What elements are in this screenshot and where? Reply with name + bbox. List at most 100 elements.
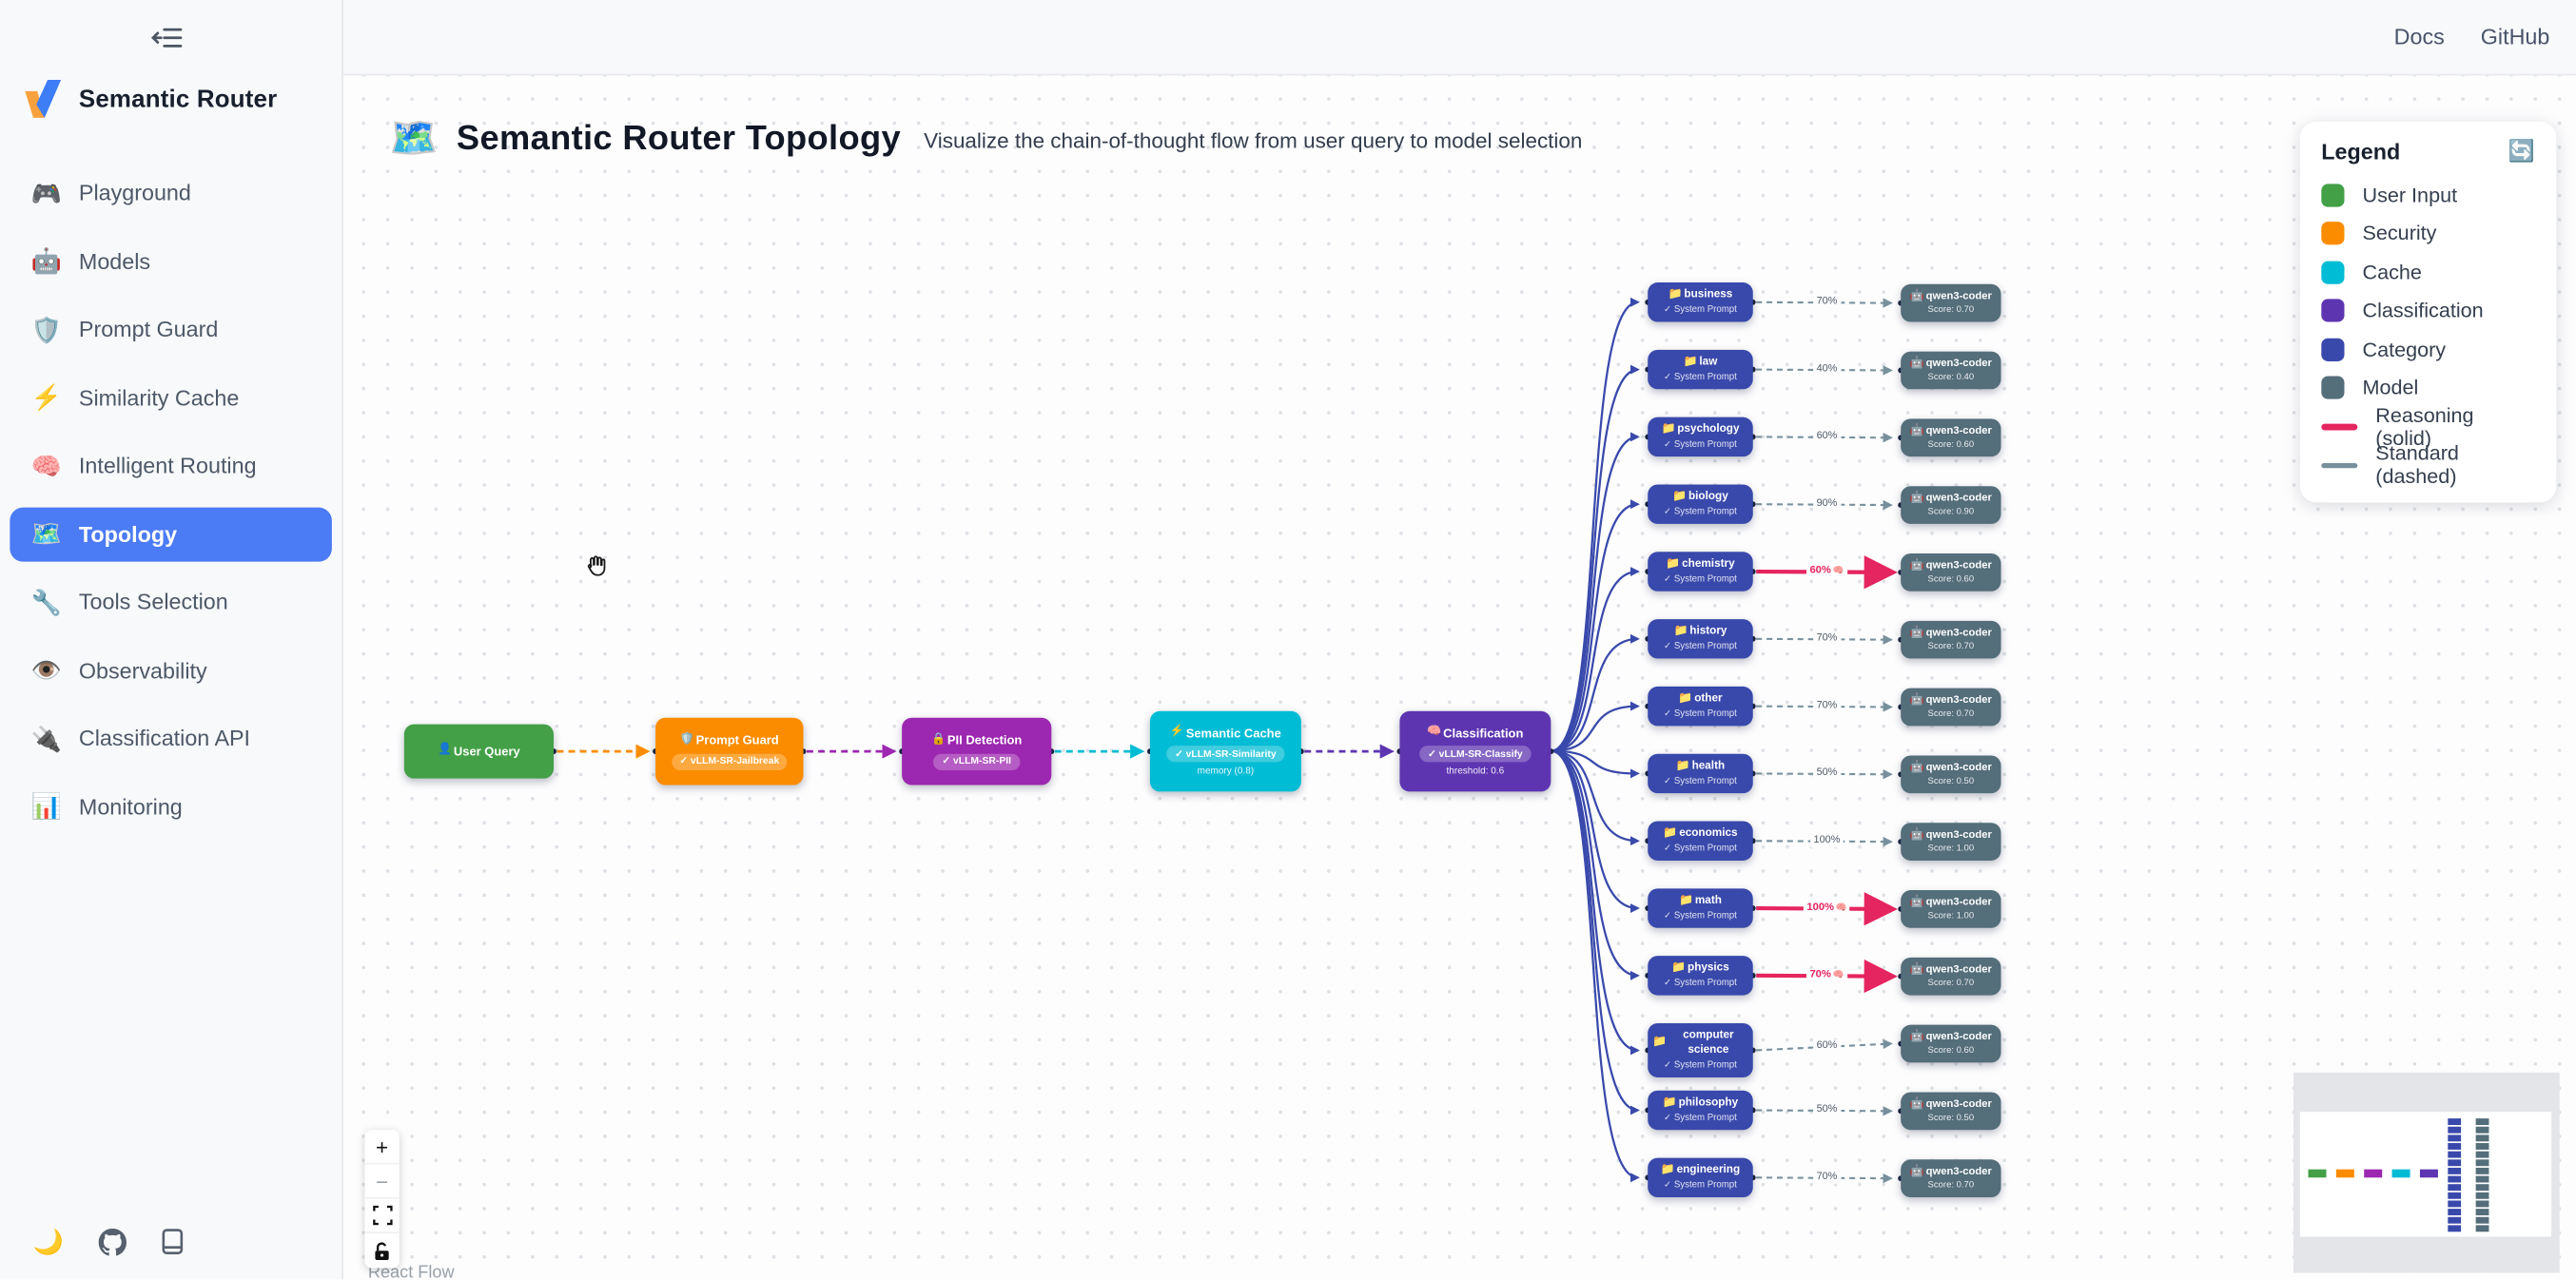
dark-mode-toggle-moon-icon[interactable]: 🌙 — [32, 1228, 64, 1257]
minimap-node — [2475, 1209, 2489, 1215]
zoom-out-button[interactable]: − — [364, 1164, 400, 1199]
model-title: 🤖qwen3-coder — [1910, 1166, 1992, 1180]
folder-icon: 📁 — [1675, 760, 1690, 772]
category-name: history — [1689, 626, 1727, 638]
docs-link[interactable]: Docs — [2393, 24, 2445, 49]
model-name: qwen3-coder — [1925, 627, 1992, 639]
github-link[interactable]: GitHub — [2480, 24, 2550, 49]
sidebar-item-classification-api[interactable]: 🔌Classification API — [10, 711, 332, 766]
category-node-law[interactable]: 📁law✓ System Prompt — [1648, 349, 1753, 390]
category-node-history[interactable]: 📁history✓ System Prompt — [1648, 619, 1753, 659]
legend-title: Legend — [2321, 138, 2401, 164]
sidebar-item-models[interactable]: 🤖Models — [10, 234, 332, 288]
category-node-philosophy[interactable]: 📁philosophy✓ System Prompt — [1648, 1090, 1753, 1131]
category-name: computer science — [1683, 1030, 1734, 1057]
minimap[interactable] — [2293, 1072, 2560, 1273]
legend-item-label: User Input — [2362, 183, 2458, 207]
category-node-psychology[interactable]: 📁psychology✓ System Prompt — [1648, 417, 1753, 457]
minimap-node — [2448, 1225, 2462, 1232]
sidebar-item-topology[interactable]: 🗺️Topology — [10, 506, 332, 561]
model-title: 🤖qwen3-coder — [1910, 627, 1992, 641]
legend-item-cache: Cache — [2321, 253, 2535, 292]
sidebar-item-tools-selection[interactable]: 🔧Tools Selection — [10, 574, 332, 629]
page-title: Semantic Router Topology — [456, 120, 901, 158]
category-node-business[interactable]: 📁business✓ System Prompt — [1648, 282, 1753, 322]
flow-node-prompt-guard[interactable]: 🛡️Prompt Guard✓ vLLM-SR-Jailbreak — [655, 717, 804, 785]
edge-label-engineering: 70% — [1813, 1171, 1841, 1185]
zoom-in-button[interactable]: + — [364, 1130, 400, 1165]
flow-node-pii-detection[interactable]: 🔒PII Detection✓ vLLM-SR-PII — [902, 717, 1052, 785]
robot-icon: 🤖 — [1909, 492, 1924, 504]
folder-icon: 📁 — [1652, 1037, 1668, 1049]
sidebar-item-playground[interactable]: 🎮Playground — [10, 165, 332, 220]
wrench-icon: 🔧 — [30, 589, 63, 617]
flow-node-user-query[interactable]: 👤User Query — [403, 724, 555, 779]
flow-node-label: Classification — [1443, 726, 1524, 741]
category-node-computer-science[interactable]: 📁 computer science ✓ System Prompt — [1648, 1022, 1753, 1077]
system-prompt-label: ✓ System Prompt — [1664, 1060, 1737, 1071]
category-node-chemistry[interactable]: 📁chemistry✓ System Prompt — [1648, 552, 1753, 592]
sidebar-collapse-button[interactable] — [142, 23, 191, 56]
sidebar-item-observability[interactable]: 👁️Observability — [10, 643, 332, 697]
sidebar-item-prompt-guard[interactable]: 🛡️Prompt Guard — [10, 302, 332, 357]
robot-icon: 🤖 — [30, 247, 63, 277]
model-badge: ✓ vLLM-SR-PII — [933, 753, 1020, 770]
model-title: 🤖qwen3-coder — [1910, 963, 1992, 978]
refresh-icon[interactable]: 🔄 — [2508, 138, 2535, 163]
lock-button[interactable] — [364, 1233, 400, 1269]
category-title: 📁physics — [1667, 962, 1734, 977]
category-name: health — [1691, 760, 1726, 772]
brand[interactable]: Semantic Router — [23, 79, 277, 120]
model-name: qwen3-coder — [1925, 694, 1992, 707]
lightning-icon: ⚡ — [1169, 726, 1184, 738]
flow-canvas[interactable]: 🗺️ Semantic Router Topology Visualize th… — [342, 75, 2576, 1280]
system-prompt-label: ✓ System Prompt — [1664, 844, 1737, 855]
category-node-math[interactable]: 📁math✓ System Prompt — [1648, 888, 1753, 928]
model-score: Score: 0.40 — [1927, 373, 1975, 384]
folder-icon: 📁 — [1673, 625, 1688, 637]
system-prompt-label: ✓ System Prompt — [1664, 979, 1737, 989]
category-node-health[interactable]: 📁health✓ System Prompt — [1648, 753, 1753, 794]
minimap-node — [2475, 1192, 2489, 1198]
robot-icon: 🤖 — [1909, 424, 1924, 436]
model-name: qwen3-coder — [1925, 963, 1992, 976]
docs-book-icon[interactable] — [161, 1229, 184, 1255]
minimap-node — [2448, 1209, 2462, 1215]
minimap-node — [2335, 1169, 2354, 1178]
category-title: 📁other — [1673, 693, 1727, 708]
minimap-node — [2475, 1200, 2489, 1207]
minimap-node — [2448, 1175, 2462, 1182]
category-node-economics[interactable]: 📁economics✓ System Prompt — [1648, 821, 1753, 861]
github-icon[interactable] — [98, 1227, 127, 1255]
category-node-engineering[interactable]: 📁engineering✓ System Prompt — [1648, 1157, 1753, 1198]
system-prompt-label: ✓ System Prompt — [1664, 373, 1737, 383]
category-title: 📁health — [1671, 760, 1730, 774]
category-node-physics[interactable]: 📁physics ✓ System Prompt — [1648, 956, 1753, 996]
fit-view-button[interactable] — [364, 1198, 400, 1234]
model-name: qwen3-coder — [1925, 358, 1992, 370]
category-name: business — [1684, 288, 1733, 301]
category-node-other[interactable]: 📁other✓ System Prompt — [1648, 686, 1753, 727]
sidebar-item-similarity-cache[interactable]: ⚡Similarity Cache — [10, 370, 332, 424]
category-name: philosophy — [1678, 1096, 1739, 1109]
category-node-biology[interactable]: 📁biology✓ System Prompt — [1648, 484, 1753, 524]
sidebar: Semantic Router 🎮Playground 🤖Models 🛡️Prom… — [0, 0, 343, 1280]
sidebar-item-monitoring[interactable]: 📊Monitoring — [10, 779, 332, 833]
sidebar-item-intelligent-routing[interactable]: 🧠Intelligent Routing — [10, 438, 332, 493]
